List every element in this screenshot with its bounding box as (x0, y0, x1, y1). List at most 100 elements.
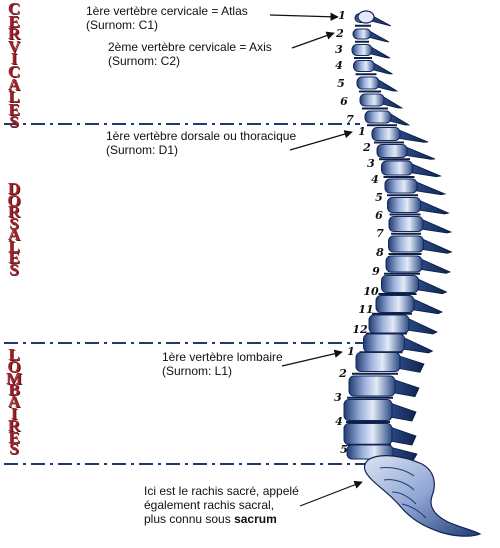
vertebra-number-cervical-5: 5 (337, 77, 345, 90)
vertebra-number-dorsal-4: 4 (371, 173, 379, 186)
spinous-process (402, 336, 434, 354)
vertebra-number-dorsal-8: 8 (376, 246, 384, 259)
section-letter: M (5, 368, 23, 388)
spinous-process (381, 95, 404, 109)
section-letter: O (7, 356, 21, 376)
vertebra-number-lumbar-2: 2 (339, 367, 347, 380)
spinous-process (406, 317, 438, 335)
vertebral-body (343, 399, 393, 421)
spinous-process (369, 45, 391, 59)
vertebral-body (385, 255, 423, 273)
annotation-atlas: 1ère vertèbre cervicale = Atlas (Surnom:… (86, 4, 248, 32)
spinous-process (376, 78, 399, 92)
vertebra-number-lumbar-5: 5 (340, 443, 348, 456)
section-letter: C (7, 62, 21, 81)
vertebral-body (388, 216, 424, 232)
section-letter: R (7, 202, 21, 221)
section-letter: E (8, 427, 20, 447)
annotation-sacrum-line3: plus connu sous sacrum (144, 512, 299, 526)
vertebral-body (388, 235, 424, 253)
vertebral-body (355, 352, 401, 372)
section-letter: O (7, 190, 21, 210)
spinous-process (372, 61, 393, 75)
vertebra-number-dorsal-1: 1 (358, 125, 366, 138)
vertebra-number-dorsal-11: 11 (358, 303, 374, 316)
annotation-dorsal: 1ère vertèbre dorsale ou thoracique (Sur… (106, 129, 296, 157)
annotation-sacrum-keyword: sacrum (234, 512, 277, 526)
vertebra-number-dorsal-12: 12 (352, 323, 368, 336)
spinous-process (389, 426, 417, 446)
annotation-sacrum-line3-prefix: plus connu sous (144, 512, 231, 526)
spinous-process (414, 180, 447, 196)
vertebral-body (343, 423, 393, 445)
annotation-atlas-nickname: (Surnom: C1) (86, 18, 159, 32)
section-letter: L (8, 236, 20, 256)
annotation-lumbar: 1ère vertèbre lombaire (Surnom: L1) (162, 350, 283, 378)
spinous-process (419, 258, 452, 274)
section-letter: A (7, 225, 21, 244)
annotation-dorsal-title: 1ère vertèbre dorsale ou thoracique (106, 129, 297, 143)
section-letter: B (8, 380, 20, 400)
section-letter: E (8, 248, 20, 267)
section-letter: S (9, 112, 19, 132)
vertebral-body (376, 144, 408, 158)
section-letter: R (7, 415, 21, 435)
vertebral-body (368, 314, 410, 334)
arrow-dorsal (289, 130, 353, 151)
spinous-process (421, 238, 453, 254)
spinous-process (410, 162, 442, 178)
section-letter: E (8, 11, 20, 31)
section-letter: A (7, 392, 21, 412)
vertebra-number-dorsal-7: 7 (376, 227, 384, 240)
section-letter: R (7, 24, 21, 44)
vertebral-body (351, 44, 373, 56)
vertebra-number-cervical-3: 3 (335, 43, 343, 56)
section-letter: S (9, 259, 19, 279)
spinous-process (397, 129, 429, 143)
arrow-sacrum (299, 480, 363, 507)
annotation-axis: 2ème vertèbre cervicale = Axis (Surnom: … (108, 40, 272, 68)
section-letter: L (8, 345, 20, 364)
vertebra-number-lumbar-3: 3 (334, 391, 342, 404)
vertebral-body (375, 295, 415, 313)
vertebral-body (371, 127, 401, 141)
annotation-sacrum: Ici est le rachis sacré, appelé égalemen… (144, 484, 299, 526)
vertebral-body (352, 28, 372, 40)
section-letter: C (7, 0, 21, 18)
vertebra-number-dorsal-10: 10 (363, 285, 379, 298)
annotation-dorsal-nickname: (Surnom: D1) (106, 143, 179, 157)
annotation-sacrum-line2: également rachis sacral, (144, 498, 275, 512)
vertebra-number-cervical-2: 2 (336, 27, 344, 40)
spinous-process (389, 402, 417, 422)
vertebra-number-dorsal-6: 6 (375, 209, 383, 222)
vertebral-body (363, 333, 405, 353)
spinous-process (368, 29, 390, 43)
annotation-sacrum-line1: Ici est le rachis sacré, appelé (144, 484, 299, 498)
vertebral-body (387, 197, 421, 213)
annotation-axis-title: 2ème vertèbre cervicale = Axis (108, 40, 272, 54)
sacrum-ridges (379, 467, 427, 519)
arrow-atlas (269, 12, 339, 21)
sacrum-bone (363, 455, 482, 537)
arrow-axis (291, 31, 335, 49)
section-letter: I (10, 404, 18, 423)
vertebra-number-dorsal-2: 2 (363, 141, 371, 154)
section-letter: E (8, 99, 20, 119)
vertebral-body (364, 110, 392, 124)
section-letter: L (8, 87, 20, 107)
section-letter: A (7, 74, 21, 94)
vertebral-body (384, 178, 418, 194)
vertebra-number-dorsal-5: 5 (375, 191, 383, 204)
vertebral-column (343, 10, 453, 462)
spinous-process (392, 378, 420, 398)
section-letter: V (7, 36, 21, 56)
spinous-process (416, 277, 448, 295)
section-letter: I (10, 49, 18, 69)
arrow-lumbar (281, 349, 343, 367)
vertebral-body (359, 93, 385, 107)
vertebral-body (348, 375, 396, 397)
atlas-ring (357, 10, 375, 24)
annotation-lumbar-title: 1ère vertèbre lombaire (162, 350, 283, 364)
annotation-lumbar-nickname: (Surnom: L1) (162, 364, 233, 378)
